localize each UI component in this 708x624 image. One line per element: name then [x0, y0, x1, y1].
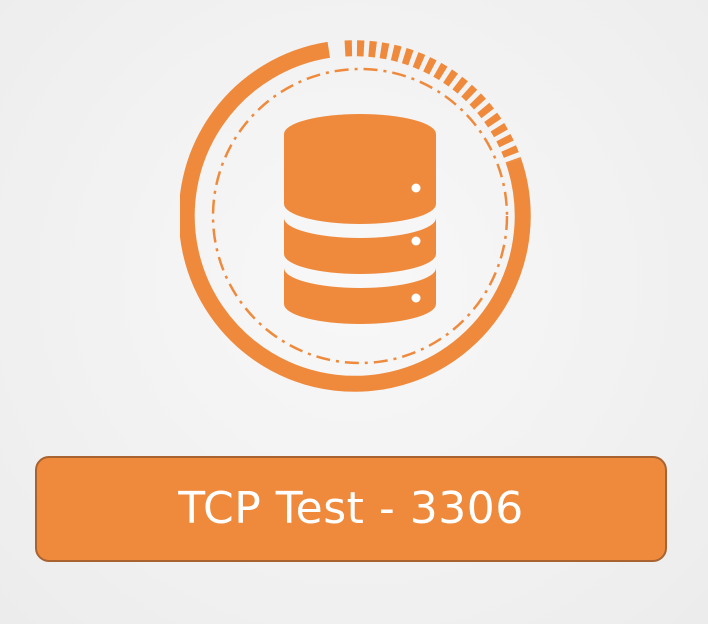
tcp-test-button[interactable]: TCP Test - 3306 — [35, 456, 667, 562]
progress-dashes — [344, 40, 522, 164]
database-icon — [284, 114, 436, 324]
tcp-test-button-label: TCP Test - 3306 — [178, 483, 524, 534]
database-status-graphic — [180, 36, 540, 396]
inner-dashdot-ring — [211, 67, 509, 365]
progress-ring — [180, 41, 531, 392]
